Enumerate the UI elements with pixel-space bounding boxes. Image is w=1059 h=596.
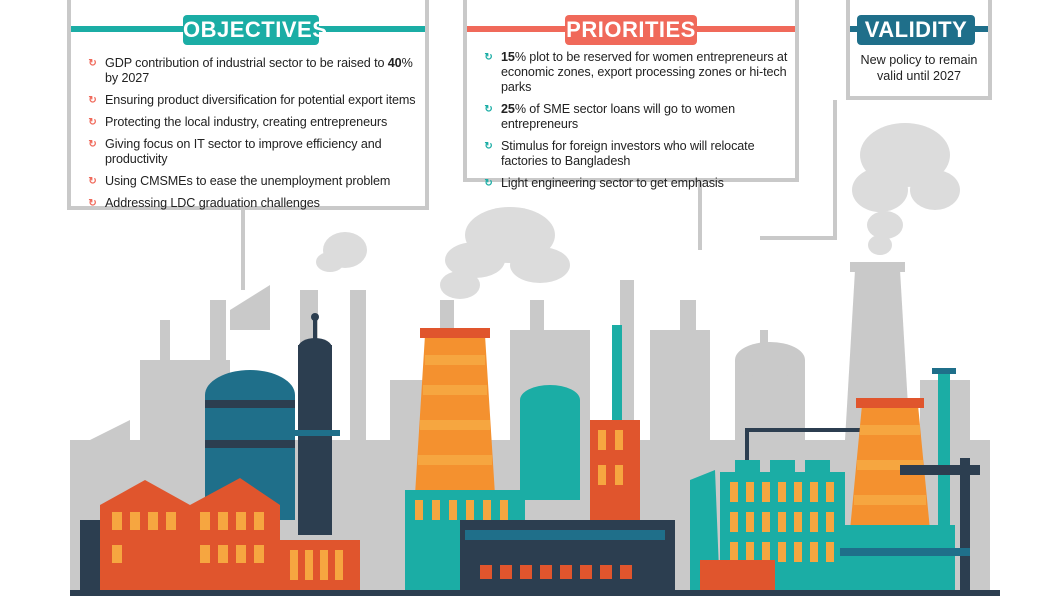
- list-item: ↻Protecting the local industry, creating…: [88, 115, 388, 129]
- validity-panel: VALIDITY New policy to remain valid unti…: [846, 0, 992, 100]
- list-item: ↻Ensuring product diversification for po…: [88, 93, 416, 107]
- refresh-icon: ↻: [88, 117, 97, 128]
- list-item: ↻25% of SME sector loans will go to wome…: [484, 102, 735, 131]
- refresh-icon: ↻: [484, 178, 493, 189]
- refresh-icon: ↻: [484, 52, 493, 63]
- objectives-panel: OBJECTIVES ↻GDP contribution of industri…: [67, 0, 429, 210]
- priorities-list: ↻15% plot to be reserved for women entre…: [483, 50, 789, 198]
- refresh-icon: ↻: [88, 139, 97, 150]
- refresh-icon: ↻: [88, 58, 97, 69]
- validity-title: VALIDITY: [857, 15, 975, 45]
- ground-line: [70, 590, 1000, 596]
- validity-text: New policy to remain valid until 2027: [850, 52, 988, 84]
- smoke-clouds: [316, 123, 960, 299]
- left-factory: [80, 313, 360, 596]
- objectives-title: OBJECTIVES: [183, 15, 327, 45]
- objectives-list: ↻GDP contribution of industrial sector t…: [87, 56, 417, 218]
- refresh-icon: ↻: [484, 104, 493, 115]
- list-item: ↻Giving focus on IT sector to improve ef…: [88, 137, 382, 166]
- refresh-icon: ↻: [88, 176, 97, 187]
- right-factory: [700, 368, 980, 596]
- list-item: ↻Addressing LDC graduation challenges: [88, 196, 320, 210]
- refresh-icon: ↻: [484, 141, 493, 152]
- list-item: ↻Using CMSMEs to ease the unemployment p…: [88, 174, 391, 188]
- priorities-panel: PRIORITIES ↻15% plot to be reserved for …: [463, 0, 799, 190]
- list-item: ↻15% plot to be reserved for women entre…: [484, 50, 788, 94]
- refresh-icon: ↻: [88, 198, 97, 209]
- list-item: ↻Stimulus for foreign investors who will…: [484, 139, 755, 168]
- center-factory: [405, 325, 720, 596]
- priorities-title: PRIORITIES: [565, 15, 697, 45]
- list-item: ↻GDP contribution of industrial sector t…: [88, 56, 413, 85]
- refresh-icon: ↻: [88, 95, 97, 106]
- list-item: ↻Light engineering sector to get emphasi…: [484, 176, 724, 190]
- validity-line-1: New policy to remain: [860, 53, 978, 67]
- validity-line-2: valid until 2027: [876, 69, 962, 83]
